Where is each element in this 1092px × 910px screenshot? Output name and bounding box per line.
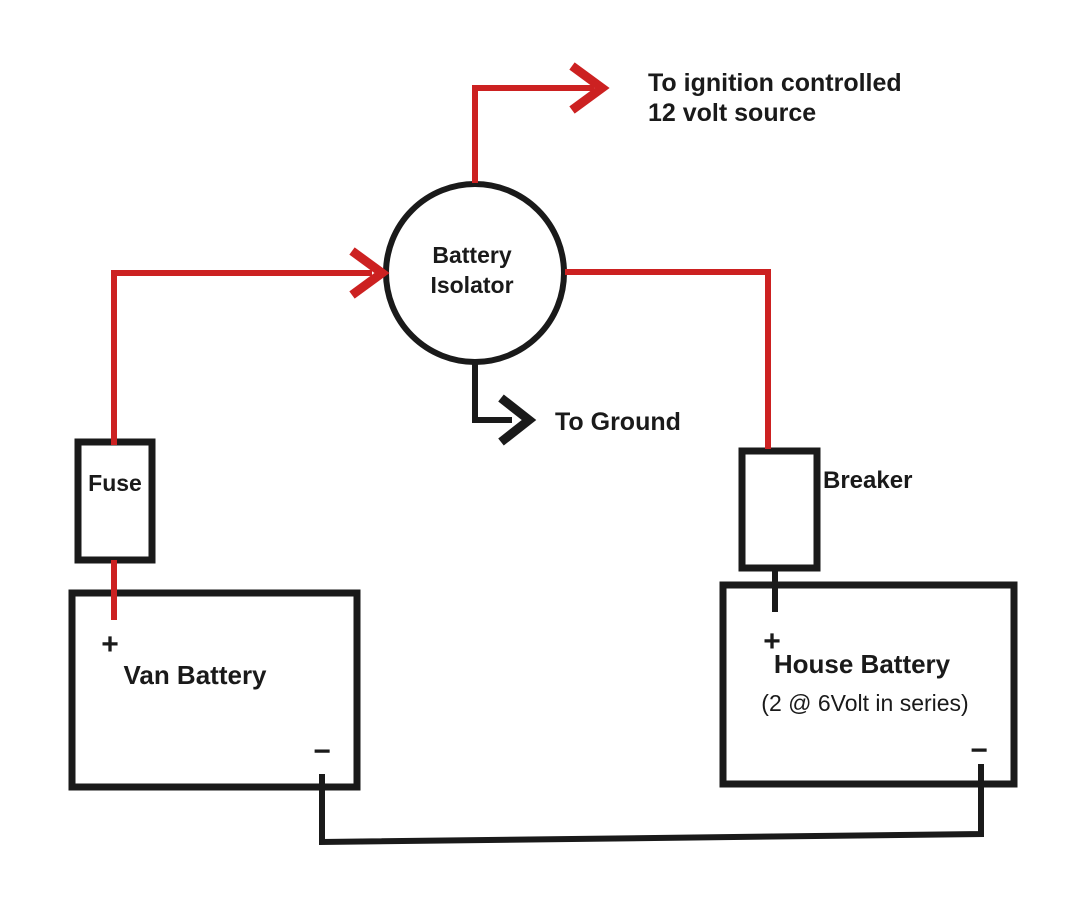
ignition-label-line1: To ignition controlled (648, 69, 902, 97)
ground-label: To Ground (555, 408, 681, 436)
fuse-box (74, 438, 156, 564)
wire-isolator-to-breaker (565, 269, 771, 449)
wire-fuse-to-isolator (111, 270, 372, 445)
van-battery-label: Van Battery (123, 660, 267, 690)
ignition-label-line2: 12 volt source (648, 99, 816, 127)
breaker-box (738, 447, 821, 572)
isolator-input-arrow-icon (349, 247, 390, 299)
wire-negative-battery-link (319, 764, 984, 846)
isolator-label-line2: Isolator (430, 272, 513, 298)
breaker-label: Breaker (823, 467, 912, 494)
wire-isolator-to-ignition (472, 85, 594, 183)
van-battery-minus-terminal: − (313, 735, 331, 768)
house-battery-plus-terminal: + (763, 625, 781, 658)
house-battery-label: House Battery (774, 649, 951, 679)
isolator-label-line1: Battery (432, 242, 511, 268)
ground-arrow-icon (498, 394, 537, 446)
house-battery-sublabel: (2 @ 6Volt in series) (761, 690, 968, 716)
house-battery-box (719, 581, 1018, 788)
fuse-label: Fuse (88, 470, 142, 496)
van-battery-plus-terminal: + (101, 628, 119, 661)
house-battery-minus-terminal: − (970, 734, 988, 767)
van-battery-box (68, 589, 361, 791)
wire-isolator-to-ground (472, 363, 512, 423)
ignition-arrow-icon (569, 62, 610, 114)
